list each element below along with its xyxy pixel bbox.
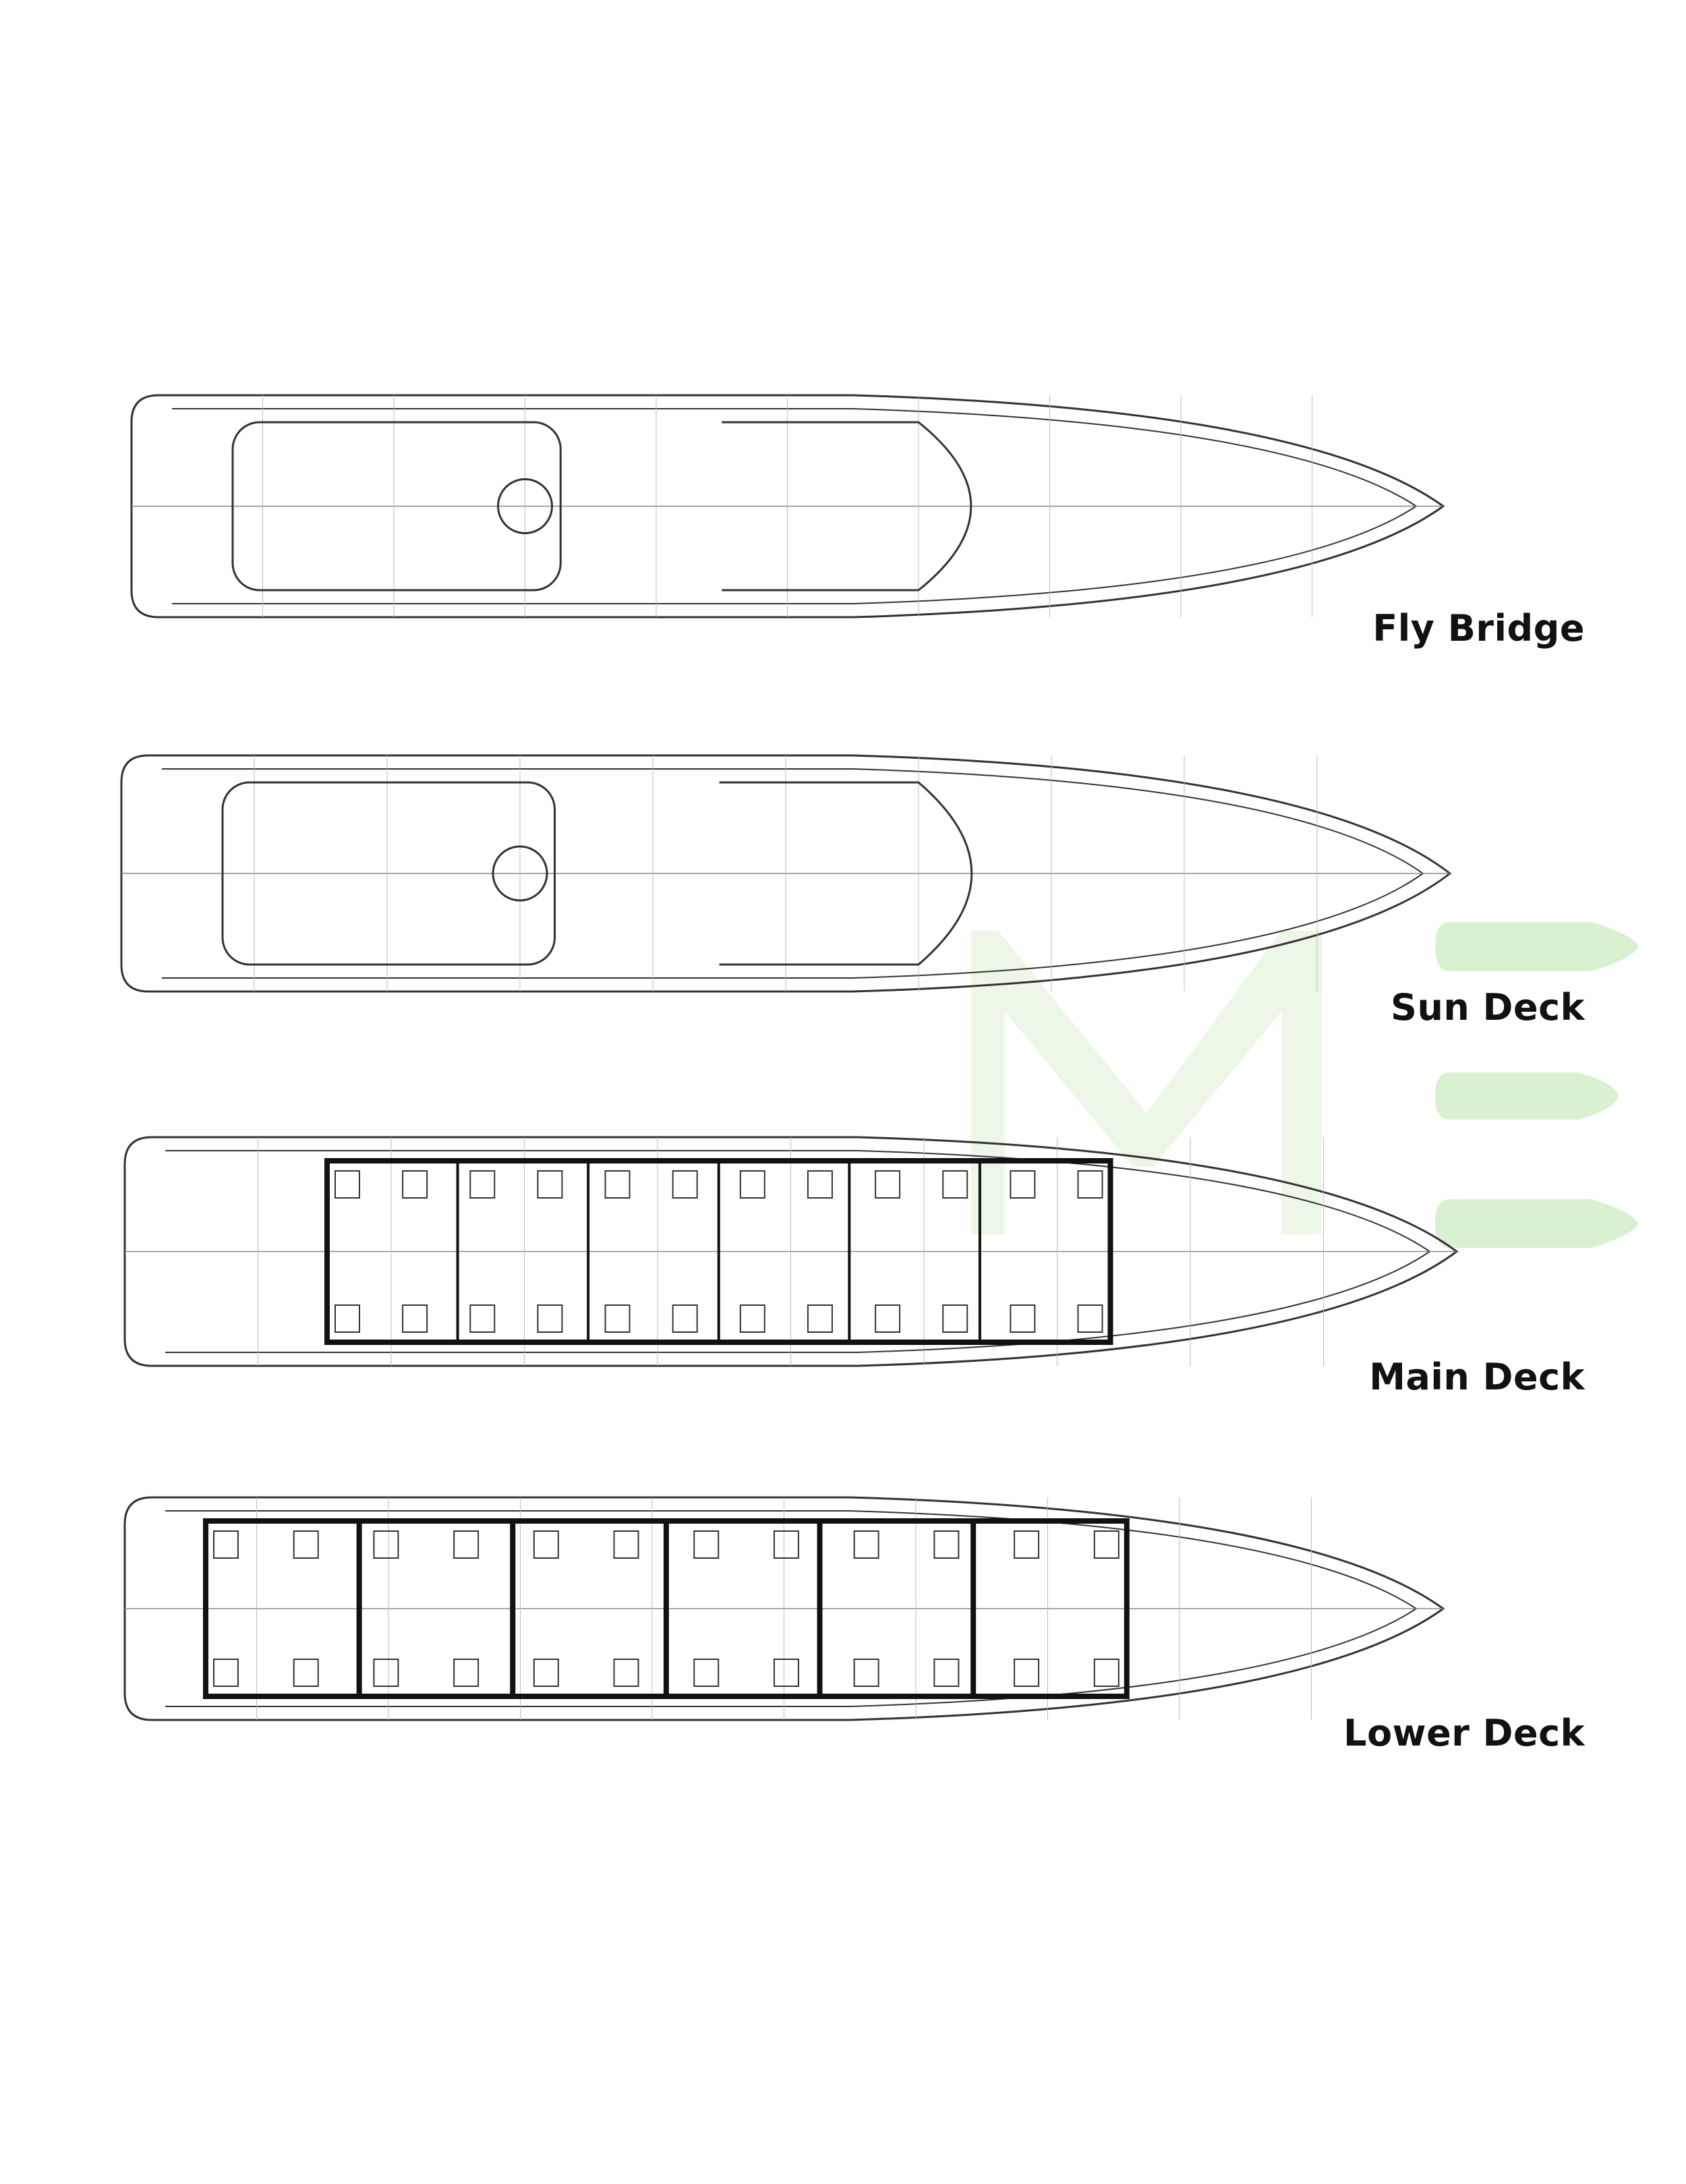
deck-label-main-deck: Main Deck	[1369, 1356, 1585, 1398]
cabin-fixture	[672, 1170, 698, 1199]
table	[497, 478, 553, 534]
hull-outline	[123, 1136, 1459, 1367]
cabin-fixture	[613, 1659, 639, 1687]
cabin-fixture	[807, 1170, 833, 1199]
hull-outline	[130, 394, 1445, 619]
watermark-logo	[971, 922, 1639, 1248]
cabin-fixture	[537, 1304, 563, 1333]
cabin-fixture	[1093, 1659, 1120, 1687]
cabin-fixture	[807, 1304, 833, 1333]
cabin-fixture	[604, 1304, 631, 1333]
cabin-fixture	[1010, 1170, 1036, 1199]
cabin-fixture	[672, 1304, 698, 1333]
deck-label-sun-deck: Sun Deck	[1391, 986, 1585, 1029]
cabin-fixture	[853, 1530, 879, 1559]
deck-plan-sun-deck	[120, 754, 1452, 993]
cabin-fixture	[1014, 1659, 1040, 1687]
cabin-fixture	[1077, 1304, 1103, 1333]
deck-plan-main-deck	[123, 1136, 1459, 1367]
forward-seating	[719, 781, 973, 966]
cabin-fixture	[773, 1530, 799, 1559]
cabin-fixture	[402, 1170, 428, 1199]
cabin-fixture	[373, 1530, 399, 1559]
cabin-fixture	[1010, 1304, 1036, 1333]
cabin-fixture	[335, 1304, 360, 1333]
cabin-fixture	[739, 1170, 765, 1199]
cabin-fixture	[853, 1659, 879, 1687]
cabin-fixture	[773, 1659, 799, 1687]
aft-lounge	[231, 421, 562, 592]
cabin-fixture	[453, 1659, 479, 1687]
cabin-fixture	[942, 1304, 968, 1333]
deck-label-fly-bridge: Fly Bridge	[1372, 607, 1585, 650]
aft-lounge	[221, 781, 556, 966]
cabin-fixture	[613, 1530, 639, 1559]
cabin-fixture	[469, 1170, 496, 1199]
cabin-fixture	[537, 1170, 563, 1199]
deck-plan-lower-deck	[123, 1496, 1445, 1721]
cabin-fixture	[739, 1304, 765, 1333]
hull-outline	[123, 1496, 1445, 1721]
cabin-fixture	[335, 1170, 360, 1199]
cabin-fixture	[213, 1530, 239, 1559]
deck-label-lower-deck: Lower Deck	[1343, 1712, 1585, 1754]
deck-plan-fly-bridge	[130, 394, 1445, 619]
cabin-fixture	[469, 1304, 496, 1333]
cabin-fixture	[1077, 1170, 1103, 1199]
table	[492, 845, 548, 902]
cabin-fixture	[453, 1530, 479, 1559]
cabin-fixture	[293, 1659, 319, 1687]
hull-outline	[120, 754, 1452, 993]
cabin-fixture	[213, 1659, 239, 1687]
cabin-fixture	[1014, 1530, 1040, 1559]
cabin-fixture	[693, 1530, 720, 1559]
cabin-fixture	[293, 1530, 319, 1559]
cabin-fixture	[942, 1170, 968, 1199]
forward-seating	[722, 421, 972, 592]
cabin-fixture	[533, 1659, 559, 1687]
cabin-fixture	[933, 1659, 960, 1687]
cabin-fixture	[875, 1170, 901, 1199]
cabin-fixture	[402, 1304, 428, 1333]
cabin-fixture	[1093, 1530, 1120, 1559]
cabin-fixture	[604, 1170, 631, 1199]
cabin-fixture	[933, 1530, 960, 1559]
cabin-fixture	[693, 1659, 720, 1687]
cabin-fixture	[875, 1304, 901, 1333]
cabin-fixture	[373, 1659, 399, 1687]
cabin-fixture	[533, 1530, 559, 1559]
